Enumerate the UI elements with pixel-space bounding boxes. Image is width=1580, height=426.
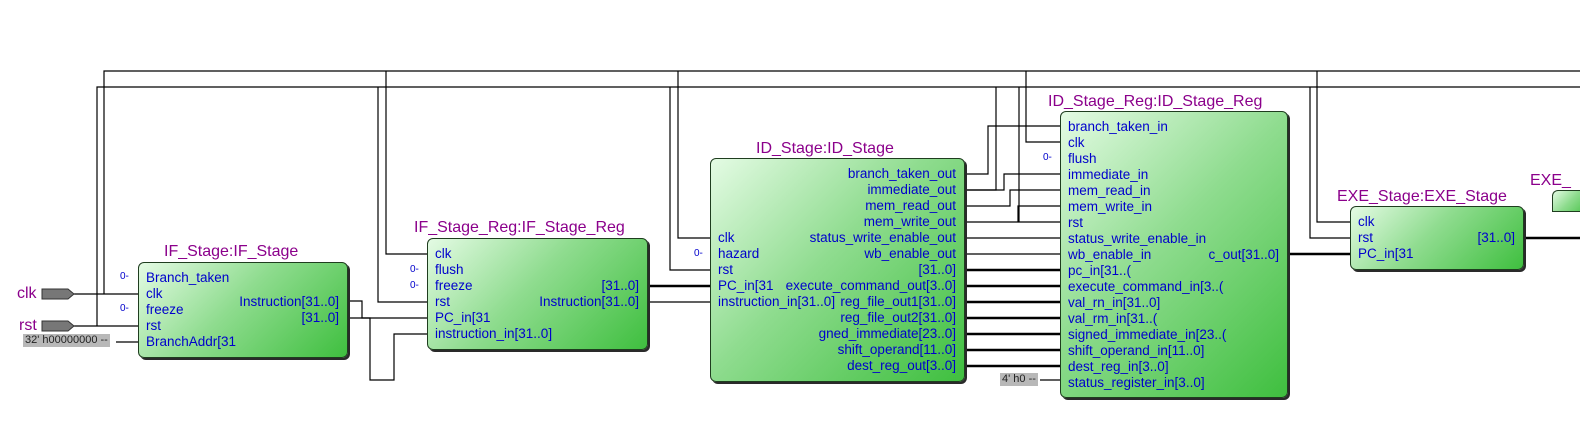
- pin[interactable]: freeze: [146, 302, 184, 317]
- pin[interactable]: mem_write_in: [1068, 199, 1153, 214]
- pin[interactable]: rst: [146, 318, 161, 333]
- pin[interactable]: rst: [1358, 230, 1373, 245]
- pin[interactable]: val_rm_in[31..(: [1068, 311, 1158, 326]
- pin[interactable]: pc_in[31..(: [1068, 263, 1132, 278]
- pin[interactable]: PC_in[31: [435, 310, 491, 325]
- branch-addr-constant: 32' h00000000 --: [23, 334, 110, 347]
- pin[interactable]: freeze: [435, 278, 473, 293]
- pin[interactable]: rst: [718, 262, 733, 277]
- id-stage-title: ID_Stage:ID_Stage: [756, 140, 894, 157]
- pin[interactable]: [31..0]: [301, 310, 339, 325]
- pin[interactable]: val_rn_in[31..0]: [1068, 295, 1161, 310]
- pin[interactable]: mem_read_out: [865, 198, 956, 213]
- pin[interactable]: clk: [1358, 214, 1375, 229]
- pin[interactable]: reg_file_out1[31..0]: [840, 294, 956, 309]
- pin[interactable]: mem_read_in: [1068, 183, 1151, 198]
- pin[interactable]: Branch_taken: [146, 270, 230, 285]
- pin[interactable]: mem_write_out: [863, 214, 956, 229]
- bus-tick: 0-: [694, 248, 703, 259]
- if-stage-title: IF_Stage:IF_Stage: [164, 243, 299, 260]
- pin[interactable]: flush: [1068, 151, 1097, 166]
- pin[interactable]: flush: [435, 262, 464, 277]
- pin[interactable]: dest_reg_in[3..0]: [1068, 359, 1169, 374]
- pin[interactable]: status_write_enable_in: [1068, 231, 1207, 246]
- if-reg-block[interactable]: clk flush freeze rst PC_in[31 instructio…: [427, 238, 648, 350]
- pin[interactable]: rst: [435, 294, 450, 309]
- pin[interactable]: rst: [1068, 215, 1083, 230]
- id-reg-title: ID_Stage_Reg:ID_Stage_Reg: [1048, 93, 1263, 110]
- pin[interactable]: reg_file_out2[31..0]: [840, 310, 956, 325]
- partial-block-title: EXE_: [1530, 172, 1571, 189]
- bus-tick: 0-: [410, 264, 419, 275]
- bus-tick: 0-: [120, 303, 129, 314]
- pin[interactable]: immediate_out: [867, 182, 956, 197]
- pin[interactable]: clk: [1068, 135, 1085, 150]
- bus-tick: 0-: [410, 280, 419, 291]
- pin[interactable]: branch_taken_out: [847, 166, 956, 181]
- status-reg-constant: 4' h0 --: [1000, 373, 1038, 386]
- pin[interactable]: [31..0]: [918, 262, 956, 277]
- pin[interactable]: signed_immediate_in[23..(: [1068, 327, 1227, 342]
- pin[interactable]: instruction_in[31..0]: [435, 326, 553, 341]
- partial-block[interactable]: [1552, 190, 1580, 212]
- clk-input-label[interactable]: clk: [17, 285, 37, 302]
- pin[interactable]: gned_immediate[23..0]: [818, 326, 956, 341]
- bus-tick: 0-: [120, 271, 129, 282]
- pin[interactable]: shift_operand[11..0]: [837, 342, 956, 357]
- rst-input-label[interactable]: rst: [19, 317, 37, 334]
- exe-stage-block[interactable]: clk rst PC_in[31 [31..0]: [1350, 206, 1524, 270]
- pin[interactable]: Instruction[31..0]: [539, 294, 639, 309]
- if-stage-block[interactable]: Branch_taken clk freeze rst BranchAddr[3…: [138, 262, 348, 358]
- pin[interactable]: PC_in[31: [1358, 246, 1414, 261]
- pin[interactable]: shift_operand_in[11..0]: [1068, 343, 1205, 358]
- pin[interactable]: status_write_enable_out: [809, 230, 956, 245]
- pin[interactable]: clk: [146, 286, 163, 301]
- rst-port-icon: [41, 320, 75, 332]
- clk-port-icon: [41, 288, 75, 300]
- pin[interactable]: PC_in[31: [718, 278, 774, 293]
- pin[interactable]: Instruction[31..0]: [239, 294, 339, 309]
- exe-stage-title: EXE_Stage:EXE_Stage: [1337, 188, 1507, 205]
- pin[interactable]: [31..0]: [1477, 230, 1515, 245]
- id-stage-block[interactable]: clk hazard rst PC_in[31 instruction_in[3…: [710, 158, 965, 382]
- bus-tick: 0-: [1043, 152, 1052, 163]
- if-reg-title: IF_Stage_Reg:IF_Stage_Reg: [414, 219, 625, 236]
- pin[interactable]: wb_enable_out: [864, 246, 956, 261]
- pin[interactable]: hazard: [718, 246, 760, 261]
- pin[interactable]: [31..0]: [601, 278, 639, 293]
- pin[interactable]: execute_command_in[3..(: [1068, 279, 1224, 294]
- id-reg-block[interactable]: branch_taken_in clk flush immediate_in m…: [1060, 111, 1288, 398]
- pin[interactable]: clk: [718, 230, 735, 245]
- pin[interactable]: dest_reg_out[3..0]: [847, 358, 956, 373]
- pin[interactable]: execute_command_out[3..0]: [785, 278, 956, 293]
- pin[interactable]: branch_taken_in: [1068, 119, 1168, 134]
- pin[interactable]: status_register_in[3..0]: [1068, 375, 1205, 390]
- pin[interactable]: clk: [435, 246, 452, 261]
- pin[interactable]: immediate_in: [1068, 167, 1149, 182]
- pin[interactable]: instruction_in[31..0]: [718, 294, 836, 309]
- pin[interactable]: c_out[31..0]: [1208, 247, 1279, 262]
- pin[interactable]: BranchAddr[31: [146, 334, 237, 349]
- pin[interactable]: wb_enable_in: [1068, 247, 1152, 262]
